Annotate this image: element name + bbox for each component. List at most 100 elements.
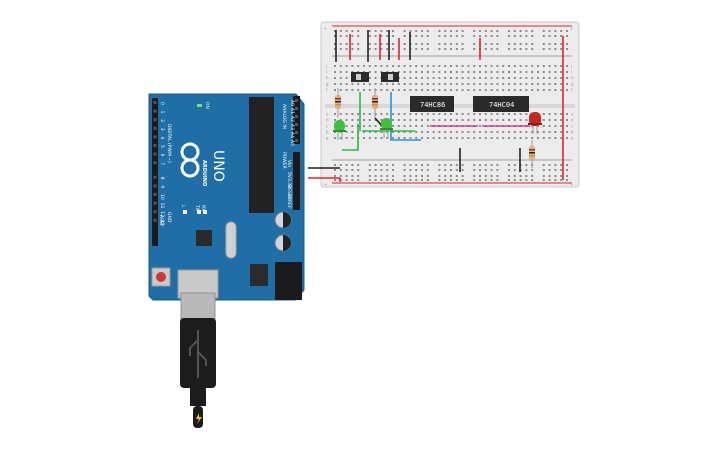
arduino-board[interactable]: UNO ARDUINO ON DIGITAL (PWM ~) ANALOG IN… [148,93,305,301]
digital-pin-5[interactable] [153,144,157,147]
rail-plus-top-right: + [570,26,573,31]
analog-pin-label-A2: A2 [289,116,295,122]
row-letter-g-right: g [571,82,574,87]
digital-pin-3[interactable] [153,126,157,130]
digital-pin-label-11: 11 [159,203,165,209]
usb-controller-chip [196,230,212,246]
digital-pin-label-6: 6 [159,154,165,157]
digital-header [152,98,158,246]
analog-header [293,152,300,210]
analog-pin-label-A4: A4 [289,132,295,138]
row-letter-e-right: e [571,112,574,117]
digital-pin-6[interactable] [153,152,157,156]
resistor-1[interactable] [335,88,341,118]
row-letter-b-right: b [571,130,574,135]
row-letter-i-left: i [326,70,327,75]
ioref-label: IOREF [286,195,292,209]
row-letter-i-right: i [571,70,572,75]
ic-74hc86[interactable]: 74HC86 [410,96,454,112]
digital-label: DIGITAL (PWM ~) [166,124,172,163]
digital-pin-label-8: 8 [159,177,165,180]
lightning-icon [196,413,202,424]
led-red[interactable] [528,112,542,134]
row-letter-e-left: e [326,112,329,117]
digital-pin-9[interactable] [153,184,157,188]
jumper-wires[interactable] [308,30,564,182]
digital-pin-12[interactable] [153,210,157,214]
crystal [225,221,237,259]
power-jack[interactable] [275,262,302,300]
analog-pin-A1[interactable] [295,107,298,110]
row-letter-j-right: j [570,64,572,69]
row-letter-b-left: b [326,130,329,135]
on-led [197,104,202,107]
arduino-logo [180,142,200,178]
row-letter-f-right: f [571,88,573,93]
vin-label: Vin [286,160,292,167]
l-label: L [180,205,186,208]
slide-switch-2[interactable] [381,72,399,82]
analog-pin-A3[interactable] [295,123,298,126]
usb-icon [189,330,207,378]
digital-pin-0[interactable] [153,101,157,104]
rx-label: RX [200,205,206,211]
resistor-2[interactable] [372,88,378,118]
row-letter-c-right: c [571,124,573,129]
row-letter-f-left: f [326,88,328,93]
digital-pin-8[interactable] [153,175,157,179]
digital-pin-label-5: 5 [159,145,165,148]
wire-blue-1[interactable] [390,92,421,141]
ic-74hc04[interactable]: 74HC04 [473,96,529,112]
analog-in-label: ANALOG IN [281,104,287,129]
digital-pin-10[interactable] [153,193,157,196]
digital-pin-13[interactable] [153,218,157,222]
power-header [293,96,300,144]
digital-pin-label-0: 0 [159,102,165,105]
usb-plug-metal [180,292,216,320]
analog-pin-label-A0: A0 [289,100,295,106]
digital-pin-11[interactable] [153,201,157,205]
wire-green-1[interactable] [342,124,359,151]
digital-pin-label-4: 4 [159,136,165,139]
reset-button[interactable] [156,272,166,282]
rail-minus-top-left: - [325,44,327,49]
analog-pin-label-A1: A1 [289,108,295,114]
led-green-2[interactable] [380,118,393,138]
analog-pin-A2[interactable] [295,115,298,118]
rail-plus-top-left: + [324,26,327,31]
usb-cable[interactable] [180,292,216,428]
analog-pin-A5[interactable] [295,139,298,142]
v5-label: 5V [286,172,292,179]
row-letter-a-right: a [571,136,574,141]
digital-pin-label-13: 13 [159,220,165,226]
analog-pin-label-A3: A3 [289,124,295,130]
digital-pin-label-7: 7 [159,162,165,165]
led-green-1[interactable] [333,120,346,140]
reset-label: RESET [286,185,292,200]
row-letter-c-left: c [326,124,328,129]
row-letter-h-right: h [571,76,574,81]
row-letter-h-left: h [326,76,329,81]
analog-pin-A0[interactable] [295,99,298,102]
digital-pin-label-1: 1 [159,111,165,114]
row-letter-d-right: d [571,118,574,123]
rail-plus-bottom-right: + [570,182,573,187]
on-label: ON [204,102,210,109]
resistor-3[interactable] [529,140,535,168]
row-letter-j-left: j [325,64,327,69]
aref-label: AREF [158,215,164,227]
digital-pin-label-10: 10 [159,194,165,200]
slide-switch-1[interactable] [351,72,369,82]
digital-pin-4[interactable] [153,135,157,139]
voltage-regulator [250,264,268,286]
uno-label: UNO [210,150,226,182]
arduino-brand-label: ARDUINO [201,160,207,186]
analog-pin-A4[interactable] [295,131,298,134]
row-letter-a-left: a [326,136,329,141]
digital-pin-label-2: 2 [159,119,165,122]
digital-pin-1[interactable] [153,109,157,113]
digital-pin-2[interactable] [153,118,157,122]
gnd-label: GND [166,212,172,223]
digital-pin-7[interactable] [153,161,157,165]
